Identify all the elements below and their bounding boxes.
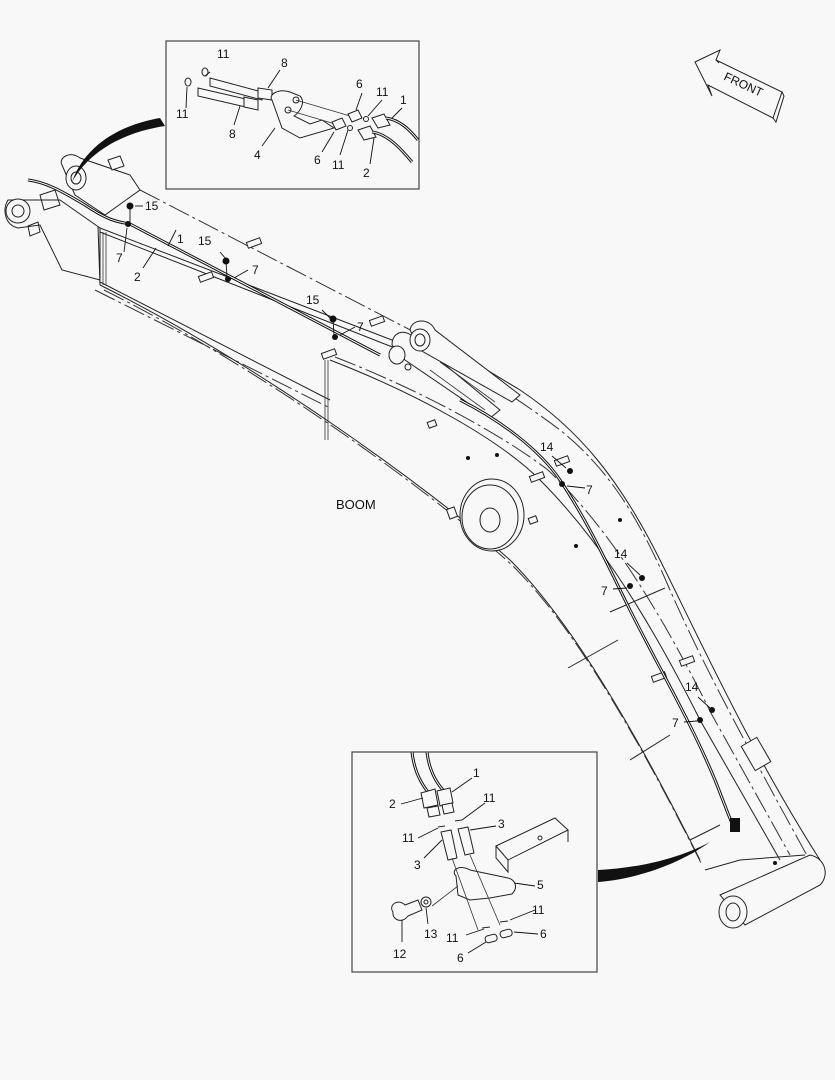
clamps-and-bolts — [125, 202, 715, 723]
callout-14: 14 — [540, 440, 554, 454]
callout-7: 7 — [116, 251, 123, 265]
hydraulic-hoses — [27, 178, 740, 832]
callout-6: 6 — [356, 77, 363, 91]
callout-2: 2 — [363, 166, 370, 180]
callout-8: 8 — [229, 127, 236, 141]
main-callout-labels: 1 2 7 15 15 7 15 7 14 7 14 7 14 7 BOOM — [116, 199, 699, 730]
callout-15: 15 — [198, 234, 212, 248]
callout-7: 7 — [357, 320, 364, 334]
callout-11: 11 — [217, 47, 230, 61]
callout-6: 6 — [314, 153, 321, 167]
callout-6: 6 — [457, 951, 464, 965]
callout-2: 2 — [389, 797, 396, 811]
callout-15: 15 — [306, 293, 320, 307]
callout-15: 15 — [145, 199, 159, 213]
main-leaders — [123, 205, 711, 723]
boom-label: BOOM — [336, 497, 376, 512]
boom-structure — [4, 154, 826, 929]
detail-bottom: 1 2 11 11 3 3 5 11 12 13 11 6 6 — [351, 751, 710, 973]
callout-2: 2 — [134, 270, 141, 284]
callout-11: 11 — [176, 107, 189, 121]
callout-13: 13 — [424, 927, 438, 941]
callout-4: 4 — [254, 148, 261, 162]
callout-11: 11 — [402, 831, 415, 845]
detail-top: 11 8 11 8 4 6 11 1 6 11 2 — [72, 40, 420, 190]
callout-7: 7 — [672, 716, 679, 730]
callout-1: 1 — [400, 93, 407, 107]
callout-11: 11 — [376, 85, 389, 99]
callout-8: 8 — [281, 56, 288, 70]
callout-1: 1 — [473, 766, 480, 780]
callout-11: 11 — [483, 791, 496, 805]
callout-3: 3 — [498, 817, 505, 831]
callout-11: 11 — [446, 931, 459, 945]
callout-14: 14 — [614, 547, 628, 561]
callout-7: 7 — [252, 263, 259, 277]
callout-1: 1 — [177, 232, 184, 246]
callout-6: 6 — [540, 927, 547, 941]
callout-7: 7 — [601, 584, 608, 598]
callout-14: 14 — [685, 680, 699, 694]
callout-3: 3 — [414, 858, 421, 872]
front-arrow-icon: FRONT — [694, 48, 785, 124]
callout-7: 7 — [586, 483, 593, 497]
callout-11: 11 — [332, 158, 345, 172]
callout-5: 5 — [537, 878, 544, 892]
callout-11: 11 — [532, 903, 545, 917]
callout-12: 12 — [393, 947, 407, 961]
